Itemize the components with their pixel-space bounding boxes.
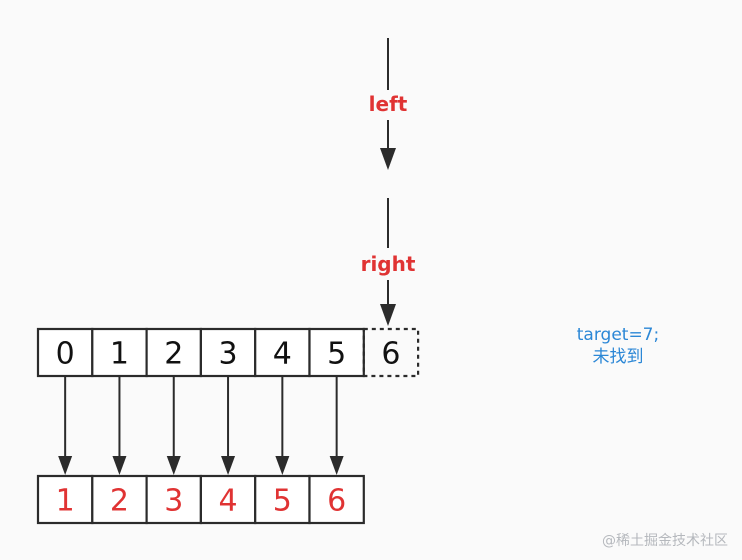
left-pointer-label: left — [369, 92, 408, 116]
index-cell-text: 6 — [381, 337, 400, 372]
index-cell-text: 0 — [56, 337, 75, 372]
right-pointer-arrowhead — [380, 304, 396, 326]
watermark: @稀土掘金技术社区 — [602, 533, 728, 549]
mapping-arrowhead — [58, 456, 73, 475]
index-cell-text: 1 — [110, 337, 129, 372]
mapping-arrowhead — [112, 456, 127, 475]
value-cell — [308, 474, 365, 525]
index-cell-text: 2 — [164, 337, 183, 372]
mapping-arrowhead — [329, 456, 344, 475]
index-cell — [308, 327, 365, 378]
index-cell-text: 3 — [219, 337, 238, 372]
not-found-text: 未找到 — [592, 347, 644, 367]
left-pointer-arrowhead — [380, 148, 396, 170]
index-cell-dashed — [362, 327, 420, 378]
index-cell — [145, 327, 203, 378]
index-cell-text: 5 — [327, 337, 346, 372]
index-cell-text: 4 — [273, 337, 292, 372]
value-cell-text: 2 — [110, 484, 129, 519]
value-cell-text: 4 — [219, 484, 238, 519]
mapping-arrowhead — [221, 456, 236, 475]
value-cell-text: 6 — [327, 484, 346, 519]
value-cell-text: 5 — [273, 484, 292, 519]
value-cell — [36, 474, 94, 525]
target-text: target=7; — [576, 325, 660, 345]
index-cell — [36, 327, 94, 378]
value-cell — [254, 474, 311, 525]
mapping-arrowhead — [275, 456, 290, 475]
value-cell — [145, 474, 203, 525]
right-pointer-label: right — [361, 252, 416, 276]
mapping-arrowhead — [166, 456, 181, 475]
mapping-arrows — [58, 376, 344, 475]
left-pointer: left — [369, 38, 408, 170]
value-cell-text: 1 — [56, 484, 75, 519]
value-cell-text: 3 — [164, 484, 183, 519]
result-note: target=7; 未找到 — [548, 324, 688, 368]
right-pointer: right — [361, 198, 416, 326]
